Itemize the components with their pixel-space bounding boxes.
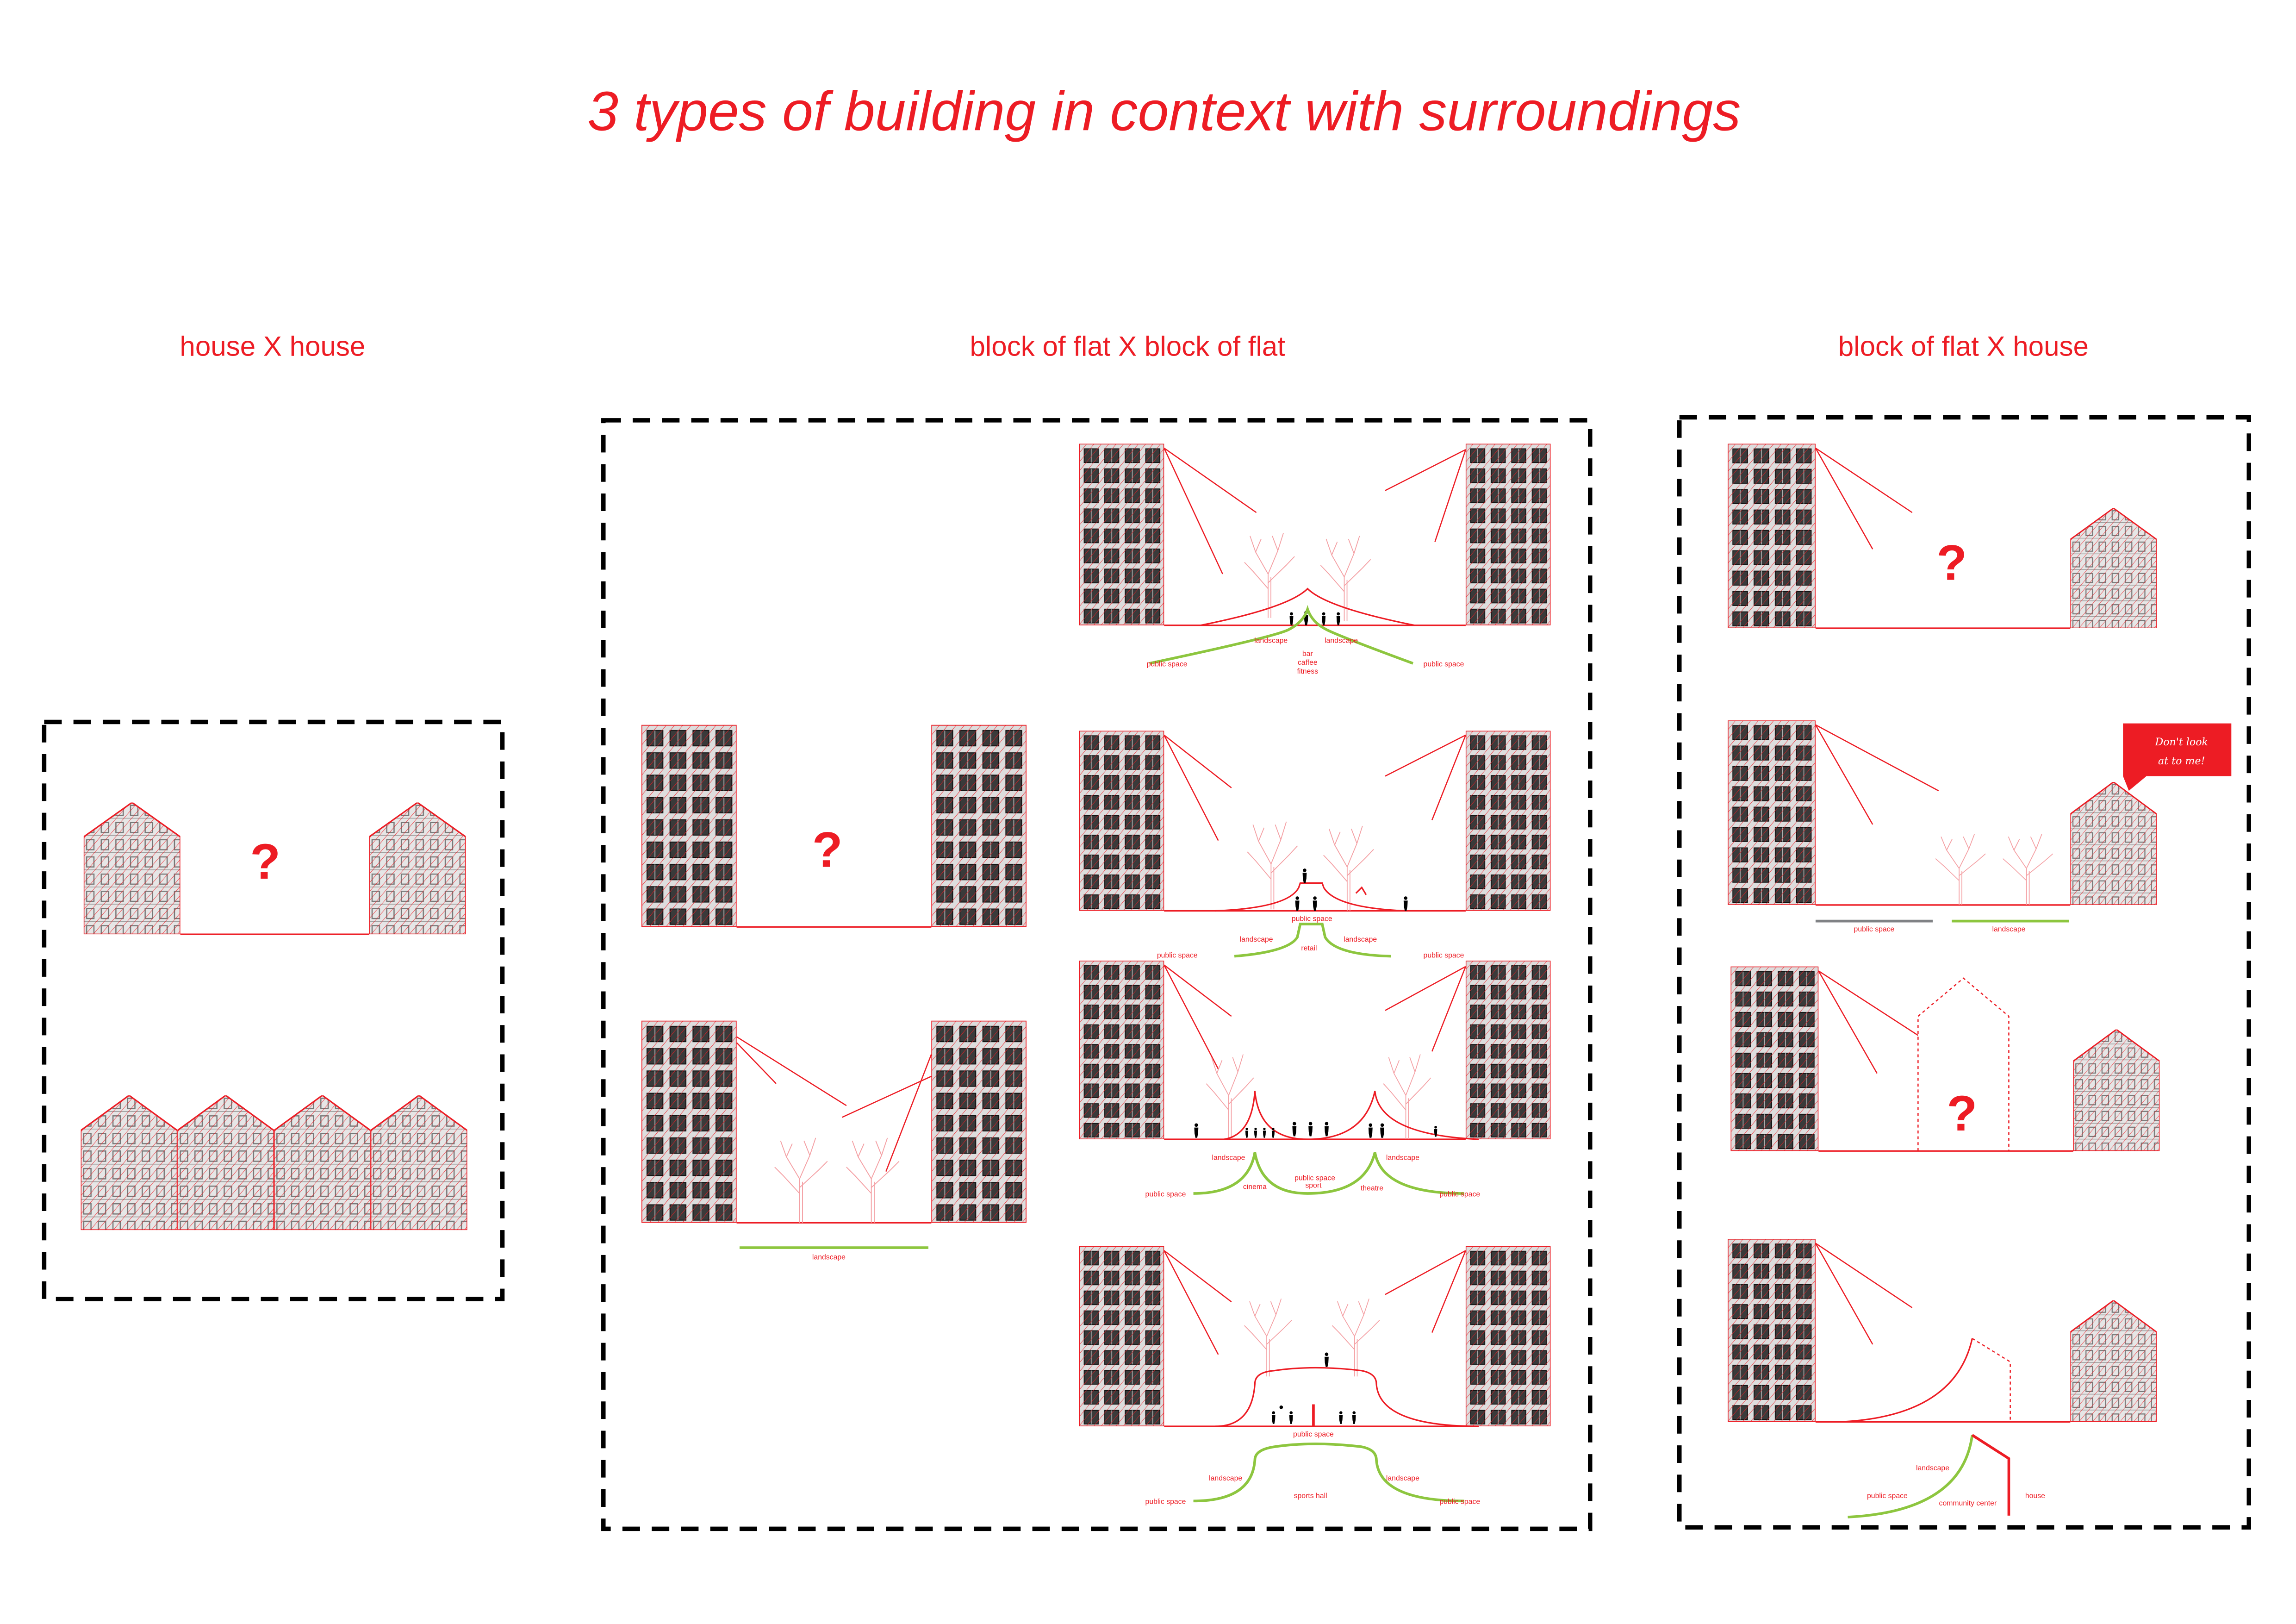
scene-cinema-sport-theatre: landscape landscape public space sport c… [1079,961,1551,1198]
label-retail: retail [1301,944,1317,952]
question-mark: ? [1947,1086,1977,1141]
dashed-frame [1677,415,2251,1530]
label-fitness: fitness [1297,668,1318,675]
block-of-flats [1728,720,1816,905]
question-mark: ? [1936,535,1967,591]
label-public-space: public space [1854,925,1895,933]
label-public-space: public space [1867,1492,1908,1500]
label-landscape: landscape [1344,936,1377,943]
label-landscape: landscape [1386,1474,1419,1482]
block-of-flats [1730,966,1819,1151]
block-of-flats [641,1020,737,1223]
dashed-frame [42,719,505,1301]
label-landscape: landscape [1916,1464,1949,1472]
page-title: 3 types of building in context with surr… [587,81,1741,143]
label-public-space: public space [1424,660,1464,668]
block-of-flats [1728,443,1816,629]
label-public-space: public space [1294,1174,1335,1182]
panel-flat-flat: ? landscape landscape landscape public s… [601,418,1593,1531]
dashed-frame [601,418,1593,1531]
scene-sports-hall: public space landscape landscape sports … [1079,1246,1551,1506]
panel-flat-house: ? Don't look at to me! public space land… [1677,415,2251,1530]
heading-flat-flat: block of flat X block of flat [970,331,1286,362]
speech-text: Don't look [2154,736,2208,748]
label-community-center: community center [1939,1499,1997,1507]
scene-retail: public space landscape landscape retail … [1079,731,1551,960]
label-landscape: landscape [812,1253,846,1261]
label-public-space: public space [1147,660,1188,668]
heading-house-house: house X house [180,331,365,362]
label-public-space: public space [1424,952,1464,960]
label-public-space: public space [1157,952,1198,960]
label-public-space: public space [1292,915,1332,923]
label-landscape: landscape [1386,1154,1419,1162]
block-of-flats [641,725,737,927]
block-of-flats [931,1020,1027,1223]
dashed-house-outline [1917,977,2010,1152]
speech-text: at to me! [2158,755,2205,767]
label-landscape: landscape [1240,936,1273,943]
block-of-flats [1728,1239,1816,1422]
scene-bar-caffee-fitness: landscape landscape public space public … [1079,443,1551,675]
label-public-space: public space [1439,1190,1480,1198]
label-landscape: landscape [1992,925,2025,933]
label-landscape: landscape [1212,1154,1245,1162]
speech-bubble: Don't look at to me! [2123,723,2232,791]
label-sports-hall: sports hall [1294,1492,1327,1500]
label-house: house [2025,1492,2045,1500]
question-mark: ? [250,834,280,889]
label-public-space: public space [1293,1430,1334,1438]
label-public-space: public space [1439,1498,1480,1506]
label-public-space: public space [1145,1190,1186,1198]
label-bar: bar [1302,650,1313,658]
label-public-space: public space [1145,1498,1186,1506]
label-landscape: landscape [1325,637,1358,645]
block-of-flats [931,725,1027,927]
question-mark: ? [812,822,843,878]
label-caffee: caffee [1298,659,1318,667]
label-theatre: theatre [1361,1185,1383,1193]
label-landscape: landscape [1254,637,1288,645]
label-landscape: landscape [1209,1474,1242,1482]
heading-flat-house: block of flat X house [1838,331,2089,362]
panel-house-house: ? [42,719,505,1301]
label-cinema: cinema [1243,1183,1267,1191]
label-sport: sport [1305,1181,1322,1189]
